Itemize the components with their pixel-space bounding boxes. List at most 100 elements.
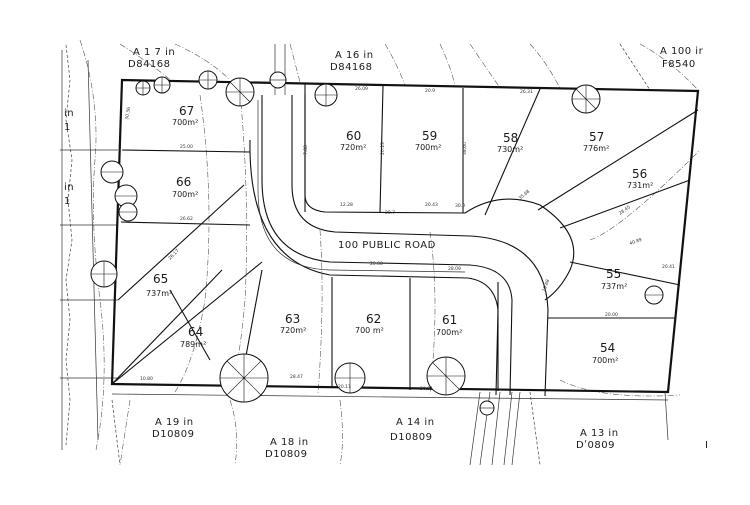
tree-icon xyxy=(135,80,151,96)
lot-57-number: 57 xyxy=(589,130,604,144)
lot-65-area: 737m² xyxy=(146,289,172,298)
neighbor-a13-line1: A 13 in xyxy=(580,428,619,439)
dimension-label: 30.81 xyxy=(420,386,433,392)
road-label: 100 PUBLIC ROAD xyxy=(338,240,436,251)
dimension-label: 30.36 xyxy=(124,106,132,120)
neighbor-a17-line1: A 1 7 in xyxy=(133,47,175,58)
lot-58-number: 58 xyxy=(503,131,518,145)
dimension-label: 20.43 xyxy=(425,202,438,208)
dimension-label: 26.09 xyxy=(355,86,368,92)
lot-55-number: 55 xyxy=(606,267,621,281)
dimension-label: 28.09 xyxy=(448,266,461,272)
dimension-label: 26.17 xyxy=(167,248,180,261)
left-edge-in-1: in xyxy=(64,108,74,119)
lot-64-number: 64 xyxy=(188,325,203,339)
tree-icon xyxy=(118,202,138,222)
lot-56-area: 731m² xyxy=(627,181,653,190)
tree-icon xyxy=(644,285,664,305)
subdivision-boundary xyxy=(110,78,700,394)
neighbor-a18-line1: A 18 in xyxy=(270,437,309,448)
tree-icon xyxy=(426,356,466,396)
lot-66-area: 700m² xyxy=(172,190,198,199)
dimension-label: 20.00 xyxy=(370,261,383,267)
lot-63-area: 720m² xyxy=(280,326,306,335)
lot-lines xyxy=(111,84,699,391)
dimension-labels: 26.09 20.9 26.31 25.00 26.62 12.28 20.7 20.43 30… xyxy=(124,86,675,392)
tree-icon xyxy=(198,70,218,90)
dimension-label: 28.47 xyxy=(290,374,303,380)
lot-62-area: 700 m² xyxy=(355,326,384,335)
left-fence xyxy=(60,39,118,451)
neighbor-a100-line1: A 100 ir xyxy=(660,46,704,57)
tree-icon xyxy=(571,84,601,114)
lot-63-number: 63 xyxy=(285,312,300,326)
road-reserve xyxy=(249,95,575,397)
dimension-label: 40.89 xyxy=(629,237,643,247)
lot-64-area: 789m² xyxy=(180,340,206,349)
bottom-fences xyxy=(111,391,669,466)
dimension-label: 25.00 xyxy=(180,144,193,150)
dimension-label: 12.28 xyxy=(340,202,353,208)
dimension-label: 10.80 xyxy=(140,376,153,382)
dimension-label: 26.62 xyxy=(180,216,193,222)
lot-55-area: 737m² xyxy=(601,282,627,291)
neighbor-a17-line2: D84168 xyxy=(128,59,171,70)
dimension-label: 20.9 xyxy=(425,88,435,94)
lot-54-number: 54 xyxy=(600,341,615,355)
lot-61-area: 700m² xyxy=(436,328,462,337)
right-edge-mark: I xyxy=(705,440,708,451)
dimension-label: 7.88 xyxy=(303,145,309,155)
tree-icon xyxy=(314,83,338,107)
tree-icon xyxy=(219,353,269,403)
dimension-label: 38.60 xyxy=(462,142,468,155)
lot-67-number: 67 xyxy=(179,104,194,118)
neighbor-a19-line2: D10809 xyxy=(152,429,195,440)
tree-icon xyxy=(90,260,118,288)
left-edge-in-2: in xyxy=(64,182,74,193)
lot-56-number: 56 xyxy=(632,167,647,181)
lot-59-area: 700m² xyxy=(415,143,441,152)
tree-icon xyxy=(225,77,255,107)
neighbor-a100-line2: F8540 xyxy=(662,59,696,70)
tree-icon xyxy=(334,362,366,394)
tree-icon xyxy=(479,400,495,416)
left-edge-1-2: 1 xyxy=(64,196,71,207)
neighbor-labels: A 1 7 in D84168 A 16 in D84168 A 100 ir … xyxy=(128,46,704,460)
dimension-label: 19.68 xyxy=(541,278,551,292)
lot-61-number: 61 xyxy=(442,313,457,327)
lot-67-area: 700m² xyxy=(172,118,198,127)
lot-62-number: 62 xyxy=(366,312,381,326)
lot-66-number: 66 xyxy=(176,175,191,189)
tree-icon xyxy=(153,76,171,94)
lot-54-area: 700m² xyxy=(592,356,618,365)
neighbor-a19-line1: A 19 in xyxy=(155,417,194,428)
dimension-label: 20.41 xyxy=(662,264,675,270)
neighbor-a14-line1: A 14 in xyxy=(396,417,435,428)
lot-60-area: 720m² xyxy=(340,143,366,152)
neighbor-a14-line2: D10809 xyxy=(390,432,433,443)
left-edge-1-1: 1 xyxy=(64,122,71,133)
dimension-label: 20.11 xyxy=(338,384,351,390)
lot-65-number: 65 xyxy=(153,272,168,286)
lot-59-number: 59 xyxy=(422,129,437,143)
lot-57-area: 776m² xyxy=(583,144,609,153)
neighbor-a16-line2: D84168 xyxy=(330,62,373,73)
dimension-label: 20.7 xyxy=(385,210,395,216)
edge-labels: in 1 in 1 I xyxy=(64,108,708,451)
lot-labels: 67 700m² 66 700m² 65 737m² 64 789m² 63 7… xyxy=(146,104,653,365)
neighbor-a18-line2: D10809 xyxy=(265,449,308,460)
tree-icon xyxy=(100,160,124,184)
trees xyxy=(90,70,664,416)
neighbor-a16-line1: A 16 in xyxy=(335,50,374,61)
dimension-label: 20.00 xyxy=(605,312,618,318)
neighbor-a13-line2: Dʹ0809 xyxy=(576,439,615,451)
tree-icon xyxy=(269,71,287,89)
dimension-label: 30.0 xyxy=(455,203,465,209)
dimension-label: 20.13 xyxy=(380,142,386,155)
lot-60-number: 60 xyxy=(346,129,361,143)
lot-58-area: 730m² xyxy=(497,145,523,154)
dimension-label: 35.68 xyxy=(517,189,531,202)
dimension-label: 26.31 xyxy=(520,89,533,95)
